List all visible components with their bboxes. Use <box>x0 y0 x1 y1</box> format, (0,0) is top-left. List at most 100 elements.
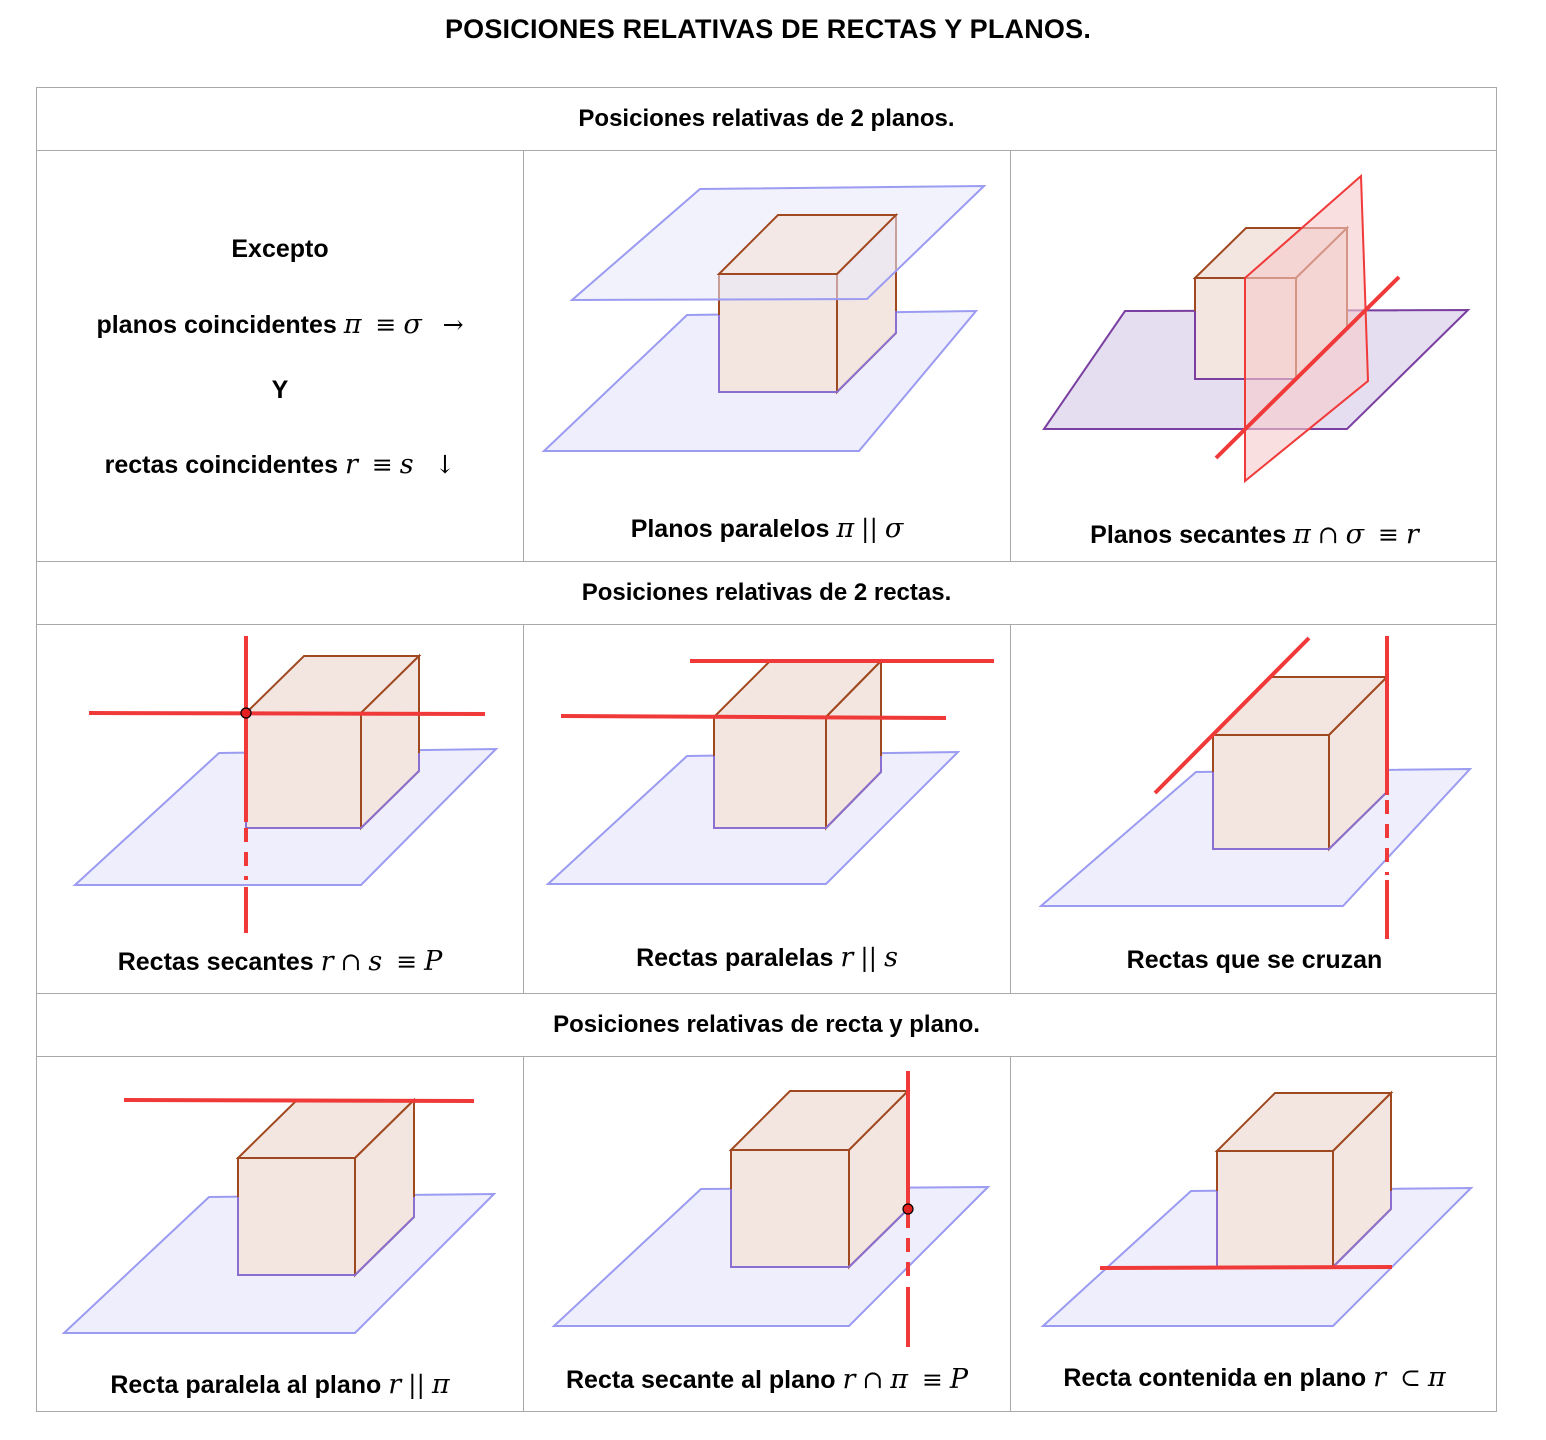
math-equiv: ≡ <box>1378 520 1399 549</box>
diagram-recta-secante-plano: Recta secante al plano r ∩ π ≡ P <box>524 1057 1010 1412</box>
caption-recta-secante-plano: Recta secante al plano r ∩ π ≡ P <box>524 1364 1010 1395</box>
diagram-rectas-secantes: Rectas secantes r ∩ s ≡ P <box>37 625 523 993</box>
diagram-rectas-cruzan: Rectas que se cruzan <box>1011 625 1498 993</box>
arrow-right-icon: → <box>442 310 464 339</box>
divider <box>37 150 1496 151</box>
math-parallel: || <box>860 943 878 972</box>
math-equiv: ≡ <box>396 947 418 976</box>
arrow-down-icon: ↓ <box>434 450 456 479</box>
math-sigma: σ <box>884 513 904 544</box>
intersection-line-r <box>1214 275 1401 460</box>
divider <box>523 624 524 993</box>
line-parallel-plane-figure <box>61 1097 497 1334</box>
line-r <box>123 1098 475 1103</box>
page-title: POSICIONES RELATIVAS DE RECTAS Y PLANOS. <box>444 14 1092 44</box>
math-parallel: || <box>861 514 878 543</box>
caption-text: Recta paralela al plano <box>110 1371 382 1399</box>
caption-text: Rectas secantes <box>117 948 314 976</box>
divider <box>523 150 524 561</box>
divider <box>1010 624 1011 993</box>
line-in-plane-figure <box>1040 1090 1474 1327</box>
divider <box>523 1056 524 1412</box>
math-r: r <box>1373 1362 1387 1393</box>
exceptions-heading: Excepto <box>231 235 329 263</box>
cube-front-face <box>1216 1150 1334 1268</box>
divider <box>1010 1056 1011 1412</box>
cube-front-face <box>237 1157 356 1276</box>
section-header-line-plane: Posiciones relativas de recta y plano. <box>553 1011 980 1038</box>
caption-text: Planos paralelos <box>630 515 830 543</box>
line-r <box>88 711 486 716</box>
divider <box>37 993 1496 994</box>
point-P <box>902 1203 914 1215</box>
math-equiv: ≡ <box>921 1365 943 1394</box>
divider <box>37 1056 1496 1057</box>
exception-lines: rectas coincidentes r ≡ s ↓ <box>37 449 523 480</box>
caption-recta-contenida-plano: Recta contenida en plano r ⊂ π <box>1011 1362 1498 1393</box>
math-equiv: ≡ <box>371 450 393 479</box>
diagram-recta-contenida-plano: Recta contenida en plano r ⊂ π <box>1011 1057 1498 1412</box>
red-plane <box>1244 173 1370 484</box>
caption-rectas-cruzan: Rectas que se cruzan <box>1126 946 1383 974</box>
cube-front-face <box>713 716 827 829</box>
math-pi: π <box>836 513 855 544</box>
caption-text: Recta contenida en plano <box>1063 1364 1367 1392</box>
cube-front-face <box>245 712 362 829</box>
cube-base-edge <box>718 311 897 393</box>
math-r: r <box>320 946 334 977</box>
math-r: r <box>388 1369 402 1400</box>
caption-recta-paralela-plano: Recta paralela al plano r || π <box>37 1369 523 1400</box>
exception-planes: planos coincidentes π ≡ σ → <box>37 309 523 340</box>
math-subset: ⊂ <box>1399 1363 1421 1392</box>
caption-text: Rectas paralelas <box>636 944 834 972</box>
parallel-lines-figure <box>545 658 994 885</box>
diagram-recta-paralela-plano: Recta paralela al plano r || π <box>37 1057 523 1412</box>
line-secant-plane-figure <box>551 1071 991 1347</box>
math-r: r <box>1405 519 1419 550</box>
divider <box>37 561 1496 562</box>
math-r: r <box>345 449 358 480</box>
math-pi: π <box>890 1364 909 1395</box>
line-r <box>1153 636 1311 795</box>
divider <box>1010 150 1011 561</box>
math-r: r <box>840 942 854 973</box>
math-s: s <box>368 946 383 977</box>
cube-base-edge <box>237 1197 415 1276</box>
positions-table: Posiciones relativas de 2 planos. Posici… <box>36 87 1497 1412</box>
caption-text: Recta secante al plano <box>565 1366 836 1394</box>
caption-rectas-paralelas: Rectas paralelas r || s <box>524 942 1010 973</box>
section-header-lines: Posiciones relativas de 2 rectas. <box>581 579 952 606</box>
caption-planos-paralelos: Planos paralelos π || σ <box>524 513 1010 544</box>
math-intersection: ∩ <box>862 1365 884 1394</box>
math-pi: π <box>431 1369 450 1400</box>
cube-base-edge <box>713 756 882 829</box>
math-sigma: σ <box>403 309 422 340</box>
diagram-rectas-paralelas: Rectas paralelas r || s <box>524 625 1010 993</box>
cube-top-face <box>716 214 899 275</box>
skew-lines-figure <box>1038 636 1473 939</box>
line-r <box>560 714 947 720</box>
exceptions-and: Y <box>271 376 289 404</box>
math-sigma: σ <box>1345 519 1365 550</box>
diagram-planos-secantes: Planos secantes π ∩ σ ≡ r <box>1011 151 1498 561</box>
divider <box>37 624 1496 625</box>
point-P <box>240 707 252 719</box>
math-s: s <box>399 449 414 480</box>
line-r <box>1099 1265 1393 1270</box>
math-pi: π <box>1427 1362 1446 1393</box>
math-parallel: || <box>408 1370 425 1399</box>
caption-rectas-secantes: Rectas secantes r ∩ s ≡ P <box>37 946 523 977</box>
math-s: s <box>884 942 898 973</box>
math-intersection: ∩ <box>340 947 362 976</box>
parallel-planes-figure <box>541 184 987 452</box>
math-r: r <box>842 1364 856 1395</box>
exception-planes-text: planos coincidentes <box>96 311 337 339</box>
exception-lines-text: rectas coincidentes <box>104 451 339 479</box>
math-P: P <box>949 1364 969 1395</box>
caption-text: Planos secantes <box>1090 521 1287 549</box>
math-pi: π <box>1293 519 1311 550</box>
math-P: P <box>424 946 443 977</box>
math-pi: π <box>343 309 362 340</box>
section-header-planes: Posiciones relativas de 2 planos. <box>578 105 955 132</box>
math-intersection: ∩ <box>1317 520 1339 549</box>
